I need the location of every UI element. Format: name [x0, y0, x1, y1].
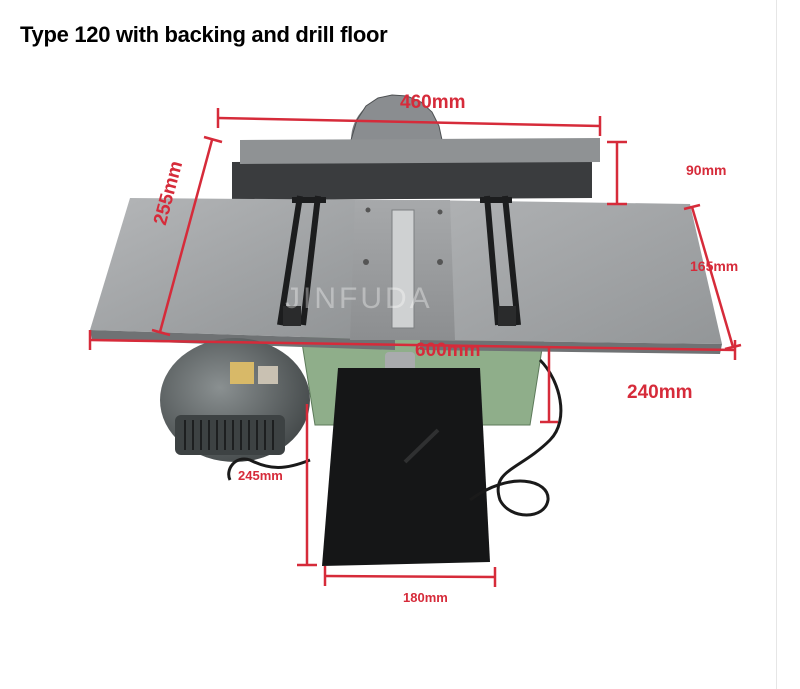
dim-90-label: 90mm — [686, 162, 727, 178]
dimension-lines — [88, 108, 742, 587]
cutter-slot — [391, 209, 415, 329]
dim-460-label: 460mm — [400, 92, 466, 113]
dim-600-label: 600mm — [415, 340, 481, 361]
watermark: JINFUDA — [285, 282, 433, 315]
guard-frame-left — [277, 195, 326, 326]
motor — [160, 338, 310, 462]
title: Type 120 with backing and drill floor — [20, 22, 388, 47]
dim-240-label: 240mm — [627, 382, 693, 403]
dim-165-label: 165mm — [690, 258, 739, 274]
drill-floor — [322, 368, 490, 566]
back-fence — [232, 160, 592, 200]
guard-frame-right — [480, 195, 521, 326]
dim-180-label: 180mm — [403, 590, 448, 605]
right-table — [420, 200, 722, 344]
left-table — [90, 198, 395, 340]
dim-245-label: 245mm — [238, 468, 283, 483]
right-divider — [776, 0, 777, 689]
power-cable — [469, 358, 563, 517]
back-plate — [240, 138, 600, 164]
